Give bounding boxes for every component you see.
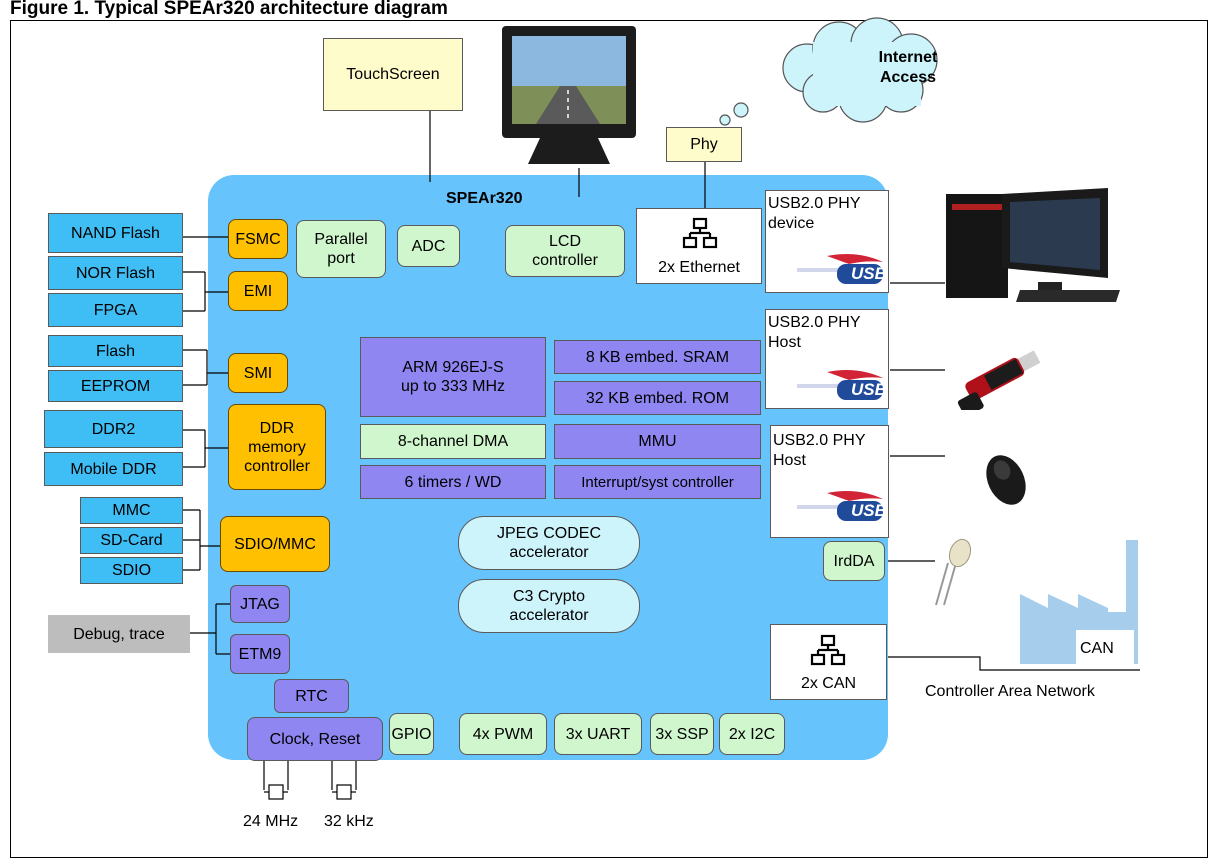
can-network-icon [810,634,846,666]
ddr2-box: DDR2 [44,410,183,448]
chip-title: SPEAr320 [446,190,523,207]
nor-flash-box: NOR Flash [48,256,183,290]
usb-logo-device: USB [797,252,887,291]
pwm-block: 4x PWM [459,713,547,755]
mmu-block: MMU [554,424,761,459]
parallel-port-block: Parallel port [296,220,386,278]
adc-block: ADC [397,225,460,267]
usb-logo-icon [797,254,883,284]
eeprom-box: EEPROM [48,370,183,402]
ethernet-label: 2x Ethernet [658,259,740,276]
mobile-ddr-box: Mobile DDR [44,452,183,486]
i2c-block: 2x I2C [719,713,785,755]
gpio-block: GPIO [389,713,434,755]
rtc-block: RTC [274,679,349,713]
crystal-32khz-label: 32 kHz [324,813,374,830]
sram-block: 8 KB embed. SRAM [554,340,761,374]
sdio-box: SDIO [80,557,183,584]
ddr-memory-controller: DDR memory controller [228,404,326,490]
lcd-controller-block: LCD controller [505,225,625,277]
usb-logo-icon [797,491,883,521]
touchscreen-box: TouchScreen [323,38,463,111]
usb-logo-host1: USB [797,368,887,407]
usb-host2-label: USB2.0 PHY Host [773,432,866,469]
timers-block: 6 timers / WD [360,465,546,499]
mmc-box: MMC [80,497,183,524]
can-label: 2x CAN [800,675,857,692]
usb-host1-label: USB2.0 PHY Host [768,314,861,351]
internet-cloud-image [719,17,938,126]
debug-trace-box: Debug, trace [48,615,190,653]
jpeg-codec-block: JPEG CODEC accelerator [458,516,640,570]
usb-device-label: USB2.0 PHY device [768,195,861,232]
irda-block: IrdDA [823,541,885,581]
usb-stick-image [957,350,1041,410]
monitor-image [502,26,636,164]
sd-card-box: SD-Card [80,527,183,554]
ir-led-image [935,538,972,606]
internet-access-label: Internet Access [878,49,938,86]
interrupt-controller-block: Interrupt/syst controller [554,465,761,499]
ethernet-block: 2x Ethernet [636,208,762,284]
usb-logo-host2: USB [797,489,887,528]
figure-title: Figure 1. Typical SPEAr320 architecture … [10,0,448,19]
jtag-block: JTAG [230,585,290,623]
rom-block: 32 KB embed. ROM [554,381,761,415]
nand-flash-box: NAND Flash [48,213,183,253]
fsmc-controller: FSMC [228,219,288,259]
smi-controller: SMI [228,353,288,393]
uart-block: 3x UART [554,713,642,755]
crypto-accelerator-block: C3 Crypto accelerator [458,579,640,633]
sdio-mmc-controller: SDIO/MMC [220,516,330,572]
can-factory-label: CAN [1080,640,1114,657]
arm-core-block: ARM 926EJ-S up to 333 MHz [360,337,546,417]
phy-box: Phy [666,127,742,162]
crystal-24mhz-label: 24 MHz [243,813,299,830]
emi-controller: EMI [228,271,288,311]
figure-frame [10,20,1208,858]
can-network-label: Controller Area Network [925,683,1095,700]
flash-box: Flash [48,335,183,367]
usb-logo-icon [797,370,883,400]
clock-reset-block: Clock, Reset [247,717,383,761]
desktop-computer-image [946,188,1120,302]
ssp-block: 3x SSP [650,713,714,755]
factory-image [1020,540,1138,664]
network-icon [682,217,718,249]
dma-block: 8-channel DMA [360,424,546,459]
etm9-block: ETM9 [230,634,290,674]
mouse-image [986,455,1026,505]
fpga-box: FPGA [48,293,183,327]
